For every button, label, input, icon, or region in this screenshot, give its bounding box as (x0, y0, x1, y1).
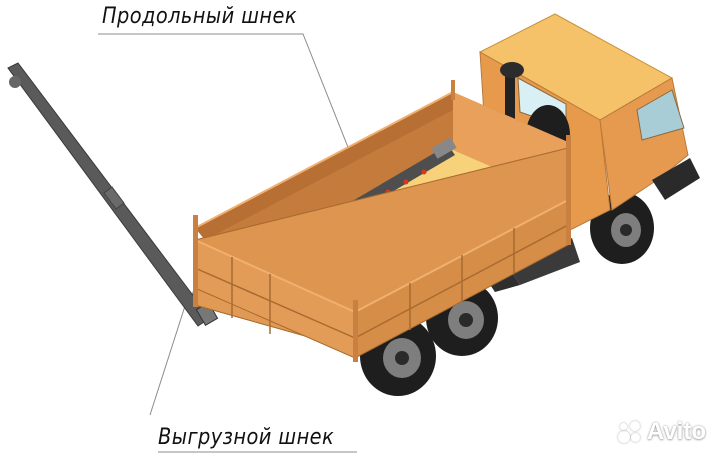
unloading-auger (7, 62, 219, 327)
watermark-text: Avito (646, 418, 706, 445)
longitudinal-auger-label: Продольный шнек (102, 4, 297, 29)
cargo-body (193, 80, 571, 362)
leader-lines (98, 33, 366, 453)
unloading-auger-label: Выгрузной шнек (158, 425, 335, 450)
watermark: Avito (617, 418, 706, 446)
avito-logo-icon (617, 421, 644, 443)
